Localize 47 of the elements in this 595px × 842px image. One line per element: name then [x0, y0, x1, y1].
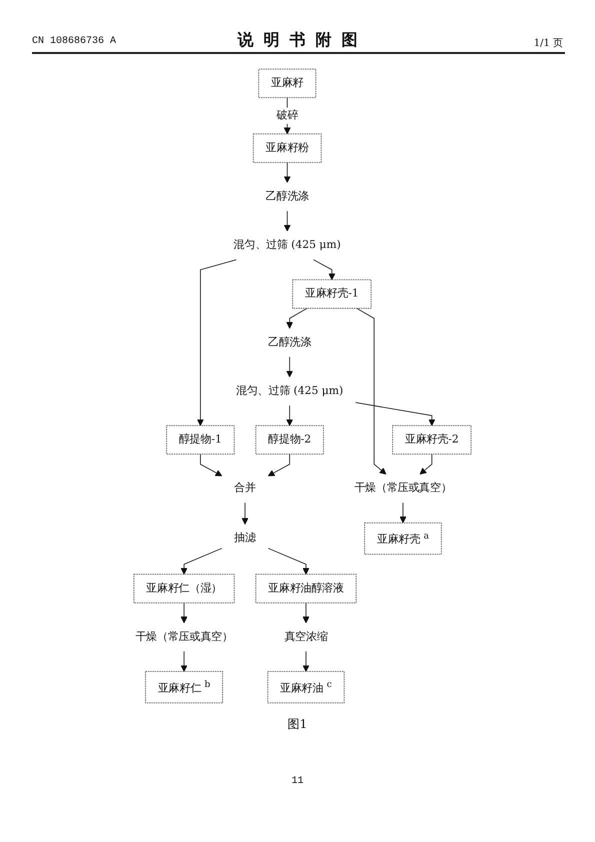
arrow	[356, 308, 387, 475]
arrow	[420, 454, 433, 475]
arrow	[242, 502, 249, 525]
edge-label: 破碎	[276, 108, 298, 124]
process-box: 亚麻籽仁（湿）	[134, 574, 236, 604]
arrow	[284, 97, 292, 134]
process-step-text: 干燥（常压或真空）	[136, 630, 234, 643]
arrow	[284, 210, 292, 232]
arrow	[200, 454, 223, 476]
page-title: 说明书附图	[238, 30, 368, 49]
arrow	[181, 651, 188, 672]
process-box: 醇提物-1	[166, 425, 236, 455]
process-step-text: 真空浓缩	[284, 630, 328, 643]
page-number: 11	[291, 776, 304, 787]
process-box: 亚麻籽壳-2	[392, 425, 472, 455]
arrow	[286, 405, 294, 426]
process-step-text: 混匀、过筛 (425 μm)	[236, 384, 344, 398]
arrow	[181, 602, 188, 624]
arrow	[286, 356, 294, 378]
process-box: 亚麻籽油 $^{c}$	[268, 671, 345, 704]
process-box: 亚麻籽	[258, 68, 317, 98]
process-step-text: 干燥（常压或真空）	[354, 482, 452, 494]
process-step-text: 合并	[234, 482, 256, 494]
process-box: 醇提物-2	[256, 425, 324, 455]
process-box: 亚麻籽壳 $^{a}$	[364, 522, 442, 555]
arrow	[356, 402, 436, 426]
arrow	[400, 502, 407, 524]
process-box: 亚麻籽粉	[253, 134, 322, 163]
process-step-text: 混匀、过筛 (425 μm)	[234, 238, 342, 252]
process-step-text: 乙醇洗涤	[266, 190, 310, 203]
arrow	[314, 259, 336, 280]
arrow	[303, 651, 310, 672]
process-box: 亚麻籽油醇溶液	[256, 574, 357, 604]
arrow	[197, 259, 238, 426]
page-count: 1/1 页	[534, 37, 563, 50]
process-step-text: 乙醇洗涤	[268, 336, 312, 348]
patent-number: CN 108686736 A	[32, 36, 116, 47]
arrow	[303, 602, 310, 624]
arrow	[286, 308, 308, 329]
arrow	[181, 548, 223, 575]
process-box: 亚麻籽壳-1	[292, 279, 372, 309]
process-step-text: 抽滤	[234, 532, 256, 544]
process-box: 亚麻籽仁 $^{b}$	[146, 671, 224, 704]
arrow	[284, 162, 292, 183]
arrow	[268, 454, 290, 476]
figure-caption: 图1	[288, 716, 308, 733]
arrow	[268, 548, 310, 575]
